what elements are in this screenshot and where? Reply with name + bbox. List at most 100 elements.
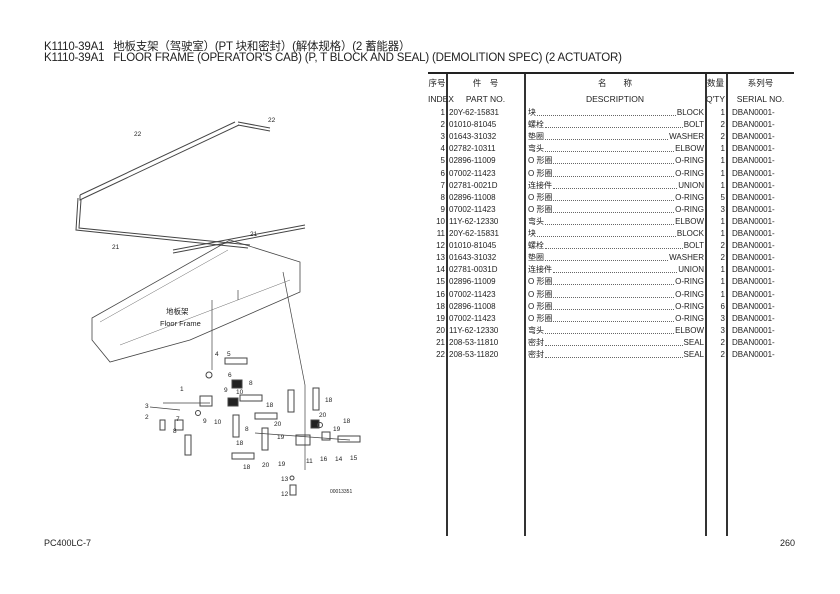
- hose-end: [184, 434, 192, 456]
- row-index: 20: [436, 325, 445, 335]
- hose-end: [337, 435, 361, 443]
- o-ring: [317, 422, 323, 428]
- row-part-number: 07002-11423: [449, 168, 496, 178]
- callout-13: 13: [281, 476, 289, 483]
- row-qty: 1: [720, 180, 725, 190]
- leader-dots: [553, 308, 675, 310]
- pipe: [211, 271, 306, 470]
- drawing-number: 00013351: [330, 489, 353, 495]
- callout-10: 10: [236, 389, 244, 396]
- row-description-cell: 弯头 ELBOW: [528, 326, 704, 336]
- callout-20: 20: [274, 421, 282, 428]
- leader-dots: [553, 211, 675, 213]
- title-chinese: K1110-39A1 地板支架（驾驶室）(PT 块和密封）(解体规格）(2 蓄能…: [44, 41, 411, 53]
- row-index: 19: [436, 313, 445, 323]
- row-part-number: 11Y-62-12330: [449, 216, 499, 226]
- callout-8: 8: [245, 426, 249, 433]
- row-description-cn: 弯头: [528, 325, 544, 335]
- washer: [289, 475, 295, 481]
- row-description: BLOCK: [676, 108, 704, 117]
- elbow: [310, 419, 320, 429]
- hose-end: [312, 387, 320, 411]
- row-qty: 1: [720, 277, 725, 287]
- row-description-cn: 密封: [528, 350, 544, 359]
- header-description: DESCRIPTION: [585, 94, 645, 104]
- header-part-cn: 件 号: [472, 78, 499, 88]
- elbow: [227, 397, 239, 407]
- row-qty: 2: [720, 350, 725, 359]
- row-part-number: 208-53-11820: [449, 350, 499, 359]
- row-qty: 1: [720, 229, 725, 238]
- row-description-cn: 块: [528, 229, 536, 238]
- row-qty: 2: [720, 337, 725, 347]
- row-description: ELBOW: [675, 216, 704, 226]
- callout-14: 14: [335, 456, 343, 463]
- row-part-number: 02781-0021D: [449, 180, 498, 190]
- header-index-cn: 序号: [428, 78, 446, 88]
- row-index: 8: [440, 192, 445, 202]
- callout-3: 3: [145, 403, 149, 410]
- row-qty: 1: [720, 108, 725, 117]
- seal-21: [75, 197, 251, 249]
- leader-dots: [553, 199, 675, 201]
- pipe: [149, 402, 351, 441]
- title-english: K1110-39A1 FLOOR FRAME (OPERATOR'S CAB) …: [44, 52, 622, 64]
- callout-8: 8: [173, 428, 177, 435]
- row-description: BLOCK: [676, 229, 704, 238]
- column-divider: [705, 74, 707, 536]
- callout-10: 10: [214, 419, 222, 426]
- row-description: ELBOW: [675, 144, 704, 154]
- leader-dots: [545, 260, 669, 262]
- row-serial: DBAN0001-: [732, 108, 775, 117]
- row-description-cell: 弯头 ELBOW: [528, 217, 704, 227]
- callout-12: 12: [281, 491, 289, 498]
- hose-end: [232, 414, 240, 438]
- leader-dots: [553, 163, 675, 165]
- elbow: [231, 379, 243, 389]
- row-qty: 3: [720, 313, 725, 323]
- row-serial: DBAN0001-: [732, 120, 775, 130]
- callout-18: 18: [325, 397, 333, 404]
- row-index: 5: [440, 156, 445, 166]
- row-description: ELBOW: [675, 325, 704, 335]
- row-serial: DBAN0001-: [732, 156, 775, 166]
- row-qty: 2: [720, 132, 725, 142]
- row-description-cn: 弯头: [528, 216, 544, 226]
- row-serial: DBAN0001-: [732, 265, 775, 275]
- row-serial: DBAN0001-: [732, 301, 775, 311]
- row-part-number: 01643-31032: [449, 132, 497, 142]
- row-part-number: 07002-11423: [449, 289, 496, 299]
- floor-frame-label-en: Floor Frame: [160, 319, 201, 328]
- callout-18: 18: [236, 440, 244, 447]
- row-serial: DBAN0001-: [732, 144, 775, 154]
- row-part-number: 01643-31032: [449, 253, 497, 263]
- union: [174, 419, 184, 431]
- leader-dots: [537, 236, 676, 237]
- row-part-number: 07002-11423: [449, 204, 496, 214]
- row-serial: DBAN0001-: [732, 337, 775, 347]
- hose-end: [231, 452, 255, 460]
- leader-dots: [545, 139, 669, 141]
- row-description-cn: 垫圈: [528, 253, 544, 263]
- row-qty: 1: [720, 216, 725, 226]
- row-serial: DBAN0001-: [732, 132, 775, 142]
- leader-dots: [545, 151, 675, 153]
- row-serial: DBAN0001-: [732, 192, 775, 202]
- leader-dots: [545, 344, 683, 346]
- row-description-cn: 连接件: [528, 265, 552, 275]
- leader-dots: [553, 187, 678, 189]
- callout-20: 20: [319, 412, 327, 419]
- row-description-cn: 连接件: [528, 180, 552, 190]
